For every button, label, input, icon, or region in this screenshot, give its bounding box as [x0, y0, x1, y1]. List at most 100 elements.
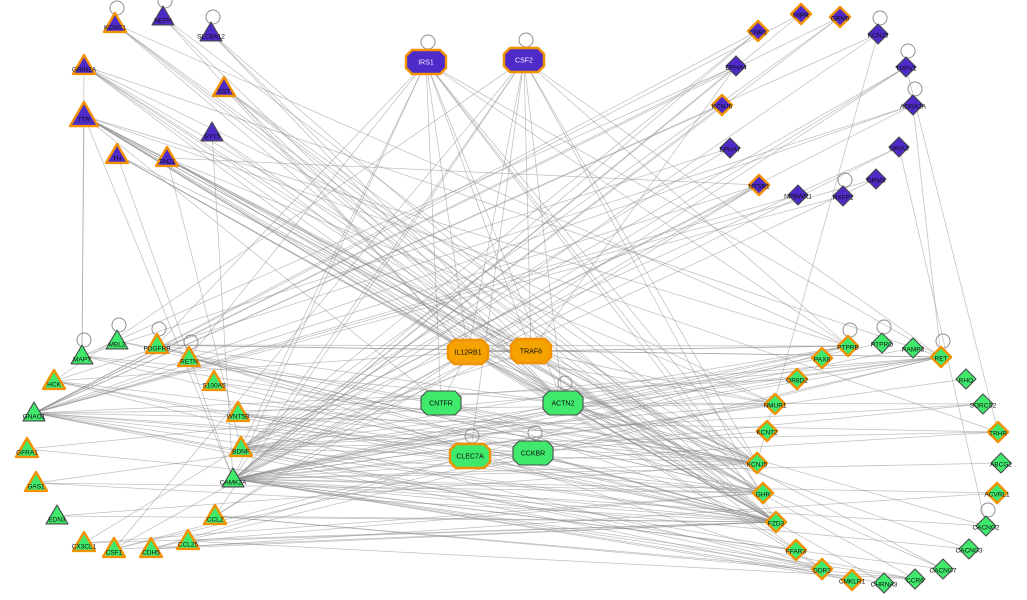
edge-PDGFRB-FZD3	[156, 344, 777, 523]
edge-CCL25-FZD3	[187, 521, 777, 542]
node-RXFP1[interactable]	[832, 185, 854, 207]
node-label-GRIA3: GRIA3	[889, 146, 909, 153]
node-CDH5[interactable]	[138, 536, 164, 559]
node-RETN[interactable]	[176, 345, 202, 368]
edge-CAMK2A-CACNG3	[232, 478, 970, 550]
node-SORCS2[interactable]	[972, 393, 994, 415]
node-TRHR[interactable]	[986, 420, 1010, 444]
node-PAX8[interactable]	[810, 346, 834, 370]
node-PTPRB[interactable]	[836, 334, 860, 358]
node-label-ACVRL1: ACVRL1	[984, 492, 1010, 499]
node-NTSR1[interactable]	[747, 173, 771, 197]
node-RHO[interactable]	[955, 368, 977, 390]
node-KCNC1[interactable]	[102, 11, 128, 34]
node-CACNG3[interactable]	[958, 538, 980, 560]
node-MAPT[interactable]	[70, 344, 94, 365]
node-WNT5B[interactable]	[225, 400, 251, 423]
node-CX3CL1[interactable]	[71, 530, 97, 553]
node-ACVRL1[interactable]	[985, 481, 1009, 505]
self-loop-ADRA2A	[907, 81, 923, 97]
node-EPHA4[interactable]	[725, 55, 747, 77]
node-CCR6[interactable]	[904, 568, 926, 590]
node-IL12RB1[interactable]	[446, 338, 490, 366]
edge-CAMK2A-KCNJ5	[232, 462, 758, 480]
node-PDGFRB[interactable]	[144, 332, 170, 355]
node-CMKLR1[interactable]	[840, 568, 864, 592]
node-KCNJ3[interactable]	[867, 23, 889, 45]
node-EDN3[interactable]	[45, 504, 69, 525]
node-GRIA3[interactable]	[888, 136, 910, 158]
node-FFAR3[interactable]	[784, 538, 808, 562]
node-GIPR[interactable]	[789, 2, 813, 26]
node-BDNF[interactable]	[228, 435, 254, 458]
node-CACNG2[interactable]	[975, 515, 997, 537]
node-CSF1[interactable]	[101, 536, 127, 559]
node-RET[interactable]	[929, 345, 953, 369]
node-CACNG7[interactable]	[932, 558, 954, 580]
edge-HCK-FZD3	[53, 380, 777, 523]
node-GHR[interactable]	[751, 481, 775, 505]
node-CAMK2A[interactable]	[221, 467, 245, 488]
node-CCL2[interactable]	[202, 503, 228, 526]
node-label-ACTN2: ACTN2	[552, 401, 575, 408]
node-PTPRO[interactable]	[871, 332, 893, 354]
node-CLEC7A[interactable]	[448, 442, 492, 470]
node-HCK[interactable]	[41, 368, 67, 391]
node-DDR2[interactable]	[810, 557, 834, 581]
node-GFRA1[interactable]	[14, 436, 40, 459]
edge-BDNF-DDR2	[240, 447, 823, 570]
edge-MAPT-KCNJ5	[81, 355, 758, 464]
node-IRS1[interactable]	[404, 48, 448, 76]
node-OR8D2[interactable]	[785, 367, 809, 391]
node-TRAF6[interactable]	[509, 337, 553, 365]
node-CCL25[interactable]	[175, 528, 201, 551]
node-label-BDNF: BDNF	[232, 449, 250, 456]
node-SYT5[interactable]	[200, 121, 224, 142]
edge-SYT5-FZD3	[211, 132, 777, 523]
node-TTR[interactable]	[68, 100, 100, 128]
edge-IRS1-IL12RB1	[425, 61, 469, 353]
edge-CAMK2A-PAX8	[232, 357, 823, 480]
edge-CNR1-BDNF	[240, 30, 759, 449]
node-label-NMUR1: NMUR1	[763, 403, 786, 410]
node-RAMP3[interactable]	[902, 337, 924, 359]
node-CHRNA3[interactable]	[873, 572, 895, 594]
node-label-CCL2: CCL2	[207, 517, 224, 524]
node-label-PTPRB: PTPRB	[837, 345, 859, 352]
node-TH[interactable]	[104, 142, 130, 165]
edge-NEFH-ACTN2	[162, 16, 564, 404]
node-KCNJ5[interactable]	[745, 451, 769, 475]
node-FZD3[interactable]	[764, 510, 788, 534]
node-GRM8[interactable]	[828, 5, 852, 29]
node-MBL2[interactable]	[105, 329, 129, 350]
edge-TRPV1-TRHR	[905, 66, 999, 433]
node-SST[interactable]	[211, 75, 237, 98]
edge-GRM3-CAMK2A	[232, 178, 877, 480]
node-GRIN2A[interactable]	[71, 53, 97, 76]
edge-KCNC1-PTPRB	[114, 23, 849, 347]
node-NEFH[interactable]	[151, 5, 175, 26]
node-GNAO1[interactable]	[22, 401, 46, 422]
node-CCKBR[interactable]	[512, 440, 554, 466]
node-S100A5[interactable]	[201, 369, 227, 392]
node-NPBWR1[interactable]	[787, 184, 809, 206]
node-GRM3[interactable]	[865, 168, 887, 190]
node-label-HCK: HCK	[47, 382, 61, 389]
node-NMUR1[interactable]	[763, 392, 787, 416]
node-TAC1[interactable]	[154, 145, 180, 168]
node-EPHA7[interactable]	[719, 137, 741, 159]
node-ABCG2[interactable]	[990, 452, 1012, 474]
node-GAS1[interactable]	[23, 470, 49, 493]
node-label-TRAF6: TRAF6	[520, 349, 542, 356]
node-label-RXFP1: RXFP1	[833, 195, 854, 202]
node-ACTN2[interactable]	[542, 390, 584, 416]
node-CNR1[interactable]	[746, 19, 770, 43]
node-ADRA2A[interactable]	[902, 94, 924, 116]
node-KCNJ6[interactable]	[710, 93, 734, 117]
node-SLC6A12[interactable]	[199, 21, 223, 42]
node-CNTFR[interactable]	[420, 390, 462, 416]
node-KCNT2[interactable]	[755, 419, 779, 443]
node-TRPV1[interactable]	[895, 56, 917, 78]
node-CSF2[interactable]	[502, 46, 546, 74]
